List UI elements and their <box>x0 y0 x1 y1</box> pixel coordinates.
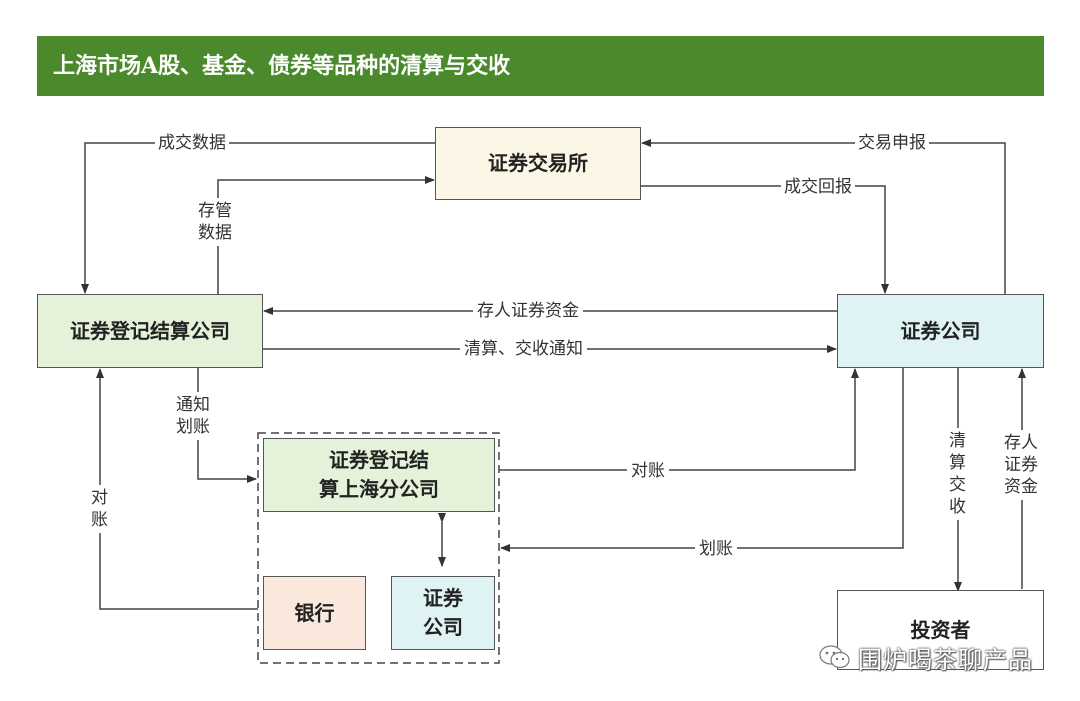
edge-trade-return <box>641 185 889 294</box>
label-trade-report: 交易申报 <box>855 132 929 155</box>
label-trade-data: 成交数据 <box>155 132 229 155</box>
node-shanghai-branch: 证券登记结 算上海分公司 <box>263 438 495 512</box>
node-branch-securities-company: 证券 公司 <box>391 576 495 650</box>
node-securities-company: 证券公司 <box>837 294 1044 368</box>
label-trade-return: 成交回报 <box>781 176 855 199</box>
edge-custody-data <box>217 176 435 294</box>
shanghai-group-border <box>257 432 500 664</box>
edge-reconcile-right <box>499 368 859 471</box>
node-exchange: 证券交易所 <box>435 127 641 200</box>
watermark: 围炉喝茶聊产品 <box>818 642 1033 674</box>
node-investor: 投资者 <box>837 590 1044 670</box>
label-clearing-settlement: 清 算 交 收 <box>948 428 967 521</box>
edge-transfer <box>500 368 904 552</box>
label-clearing-notice: 清算、交收通知 <box>460 338 587 361</box>
edge-reconcile-left <box>96 368 258 610</box>
label-reconcile-right: 对账 <box>627 460 669 483</box>
label-transfer: 划账 <box>695 538 737 561</box>
edge-trade-report <box>641 139 1006 294</box>
label-deposit-funds: 存人证券资金 <box>473 300 583 323</box>
watermark-text: 围炉喝茶聊产品 <box>858 645 1033 674</box>
label-custody-data: 存管 数据 <box>198 198 232 247</box>
node-clearing-company: 证券登记结算公司 <box>37 294 263 368</box>
diagram-title: 上海市场A股、基金、债券等品种的清算与交收 <box>53 53 511 79</box>
label-investor-deposit: 存人 证券 资金 <box>1003 430 1039 501</box>
label-reconcile-left: 对 账 <box>89 485 110 534</box>
title-banner: 上海市场A股、基金、债券等品种的清算与交收 <box>37 36 1044 96</box>
node-bank: 银行 <box>263 576 366 650</box>
label-notify-transfer: 通知 划账 <box>174 392 212 441</box>
wechat-icon <box>819 645 850 669</box>
edge-trade-data <box>81 142 435 294</box>
